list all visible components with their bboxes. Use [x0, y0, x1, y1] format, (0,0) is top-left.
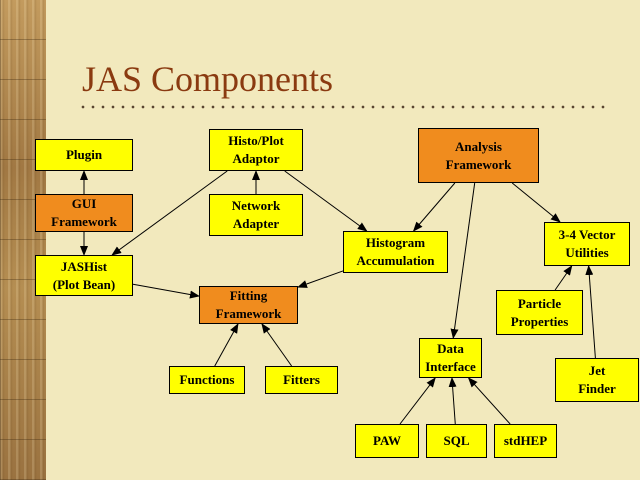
node-label-line: Framework: [445, 156, 512, 172]
node-label-line: Accumulation: [356, 253, 435, 268]
edge-analysis_framework-to-vector_utilities: [511, 182, 561, 223]
node-label-line: SQL: [443, 433, 470, 448]
edge-analysis_framework-to-histogram_accumulation: [412, 182, 456, 232]
node-label-line: Data: [437, 341, 464, 356]
node-paw[interactable]: PAW: [355, 424, 419, 458]
node-gui-framework[interactable]: GUI Framework: [35, 194, 133, 232]
node-label-line: Histo/Plot: [228, 133, 284, 148]
node-label-line: GUI: [71, 196, 97, 211]
node-jashist[interactable]: JASHist (Plot Bean): [35, 255, 133, 296]
node-label-line: Framework: [215, 306, 282, 321]
node-plugin[interactable]: Plugin: [35, 139, 133, 171]
node-label-line: JASHist: [60, 258, 108, 274]
edge-histogram_accumulation-to-fitting_framework: [297, 270, 344, 288]
node-label-line: Framework: [51, 214, 117, 229]
edge-sql-to-data_interface: [448, 377, 457, 425]
edge-analysis_framework-to-data_interface: [450, 182, 476, 339]
edge-paw-to-data_interface: [399, 377, 436, 425]
node-label-line: stdHEP: [503, 433, 548, 448]
node-label-line: Network: [231, 198, 281, 213]
edge-histo_plot_adaptor-to-histogram_accumulation: [284, 170, 368, 232]
edge-group: [80, 170, 596, 425]
node-label-line: Properties: [510, 313, 569, 329]
node-functions[interactable]: Functions: [169, 366, 245, 394]
node-fitters[interactable]: Fitters: [265, 366, 338, 394]
wood-texture-strip: [0, 0, 46, 480]
edge-fitters-to-fitting_framework: [261, 323, 293, 367]
node-label-line: (Plot Bean): [52, 276, 116, 292]
node-label-line: Jet: [588, 363, 606, 378]
edge-histo_plot_adaptor-to-jashist: [111, 170, 228, 256]
edge-particle_properties-to-vector_utilities: [554, 265, 573, 291]
node-label-line: 3-4 Vector: [558, 227, 616, 242]
node-label-line: Analysis: [455, 138, 502, 154]
node-label-line: Functions: [179, 372, 235, 387]
slide-title: JAS Components: [82, 59, 334, 99]
node-sql[interactable]: SQL: [426, 424, 487, 458]
node-label-line: Finder: [578, 381, 616, 396]
node-label-line: PAW: [373, 433, 401, 448]
edge-jashist-to-fitting_framework: [132, 283, 200, 299]
node-label-line: Fitters: [283, 372, 320, 387]
node-label-line: Adapter: [232, 216, 280, 231]
node-label-line: Adaptor: [232, 151, 280, 166]
node-label-line: Interface: [425, 359, 476, 374]
node-label-line: Utilities: [565, 245, 609, 260]
edge-jet_finder-to-vector_utilities: [585, 265, 596, 359]
edge-stdhep-to-data_interface: [467, 377, 511, 425]
node-label-line: Plugin: [65, 147, 103, 162]
node-label-line: Particle: [517, 295, 562, 311]
title-dotted-rule: [78, 104, 608, 110]
edge-functions-to-fitting_framework: [214, 323, 239, 367]
node-label-line: Fitting: [229, 288, 268, 303]
node-label-line: Histogram: [365, 235, 426, 250]
node-stdhep[interactable]: stdHEP: [494, 424, 557, 458]
